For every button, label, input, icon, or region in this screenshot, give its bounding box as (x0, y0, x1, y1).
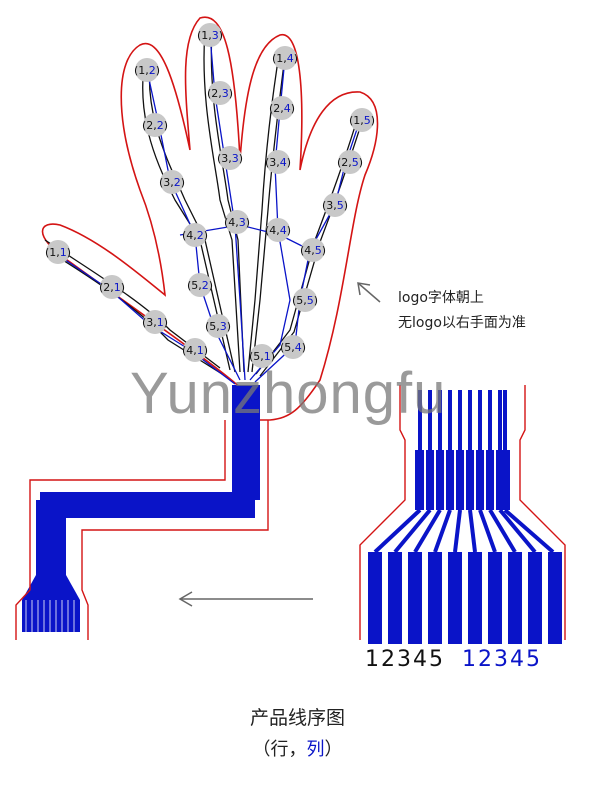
caption-col: 列 (306, 739, 325, 760)
sensor-node (301, 238, 325, 262)
sensor-node (250, 344, 274, 368)
orientation-note-line2: 无logo以右手面为准 (398, 315, 526, 331)
sensor-node (143, 113, 167, 137)
connector-outline (359, 385, 566, 640)
sensor-node-label: (1,5) (349, 114, 375, 127)
sensor-node-label: (3,5) (322, 199, 348, 212)
sensor-node-label: (1,3) (197, 29, 223, 42)
sensor-node-label: (2,5) (337, 156, 363, 169)
sensor-node-label: (2,4) (269, 102, 295, 115)
sensor-node (208, 81, 232, 105)
sensor-node-label: (1,4) (272, 52, 298, 65)
sensor-node-label: (4,3) (224, 216, 250, 229)
hand-outline (41, 16, 379, 421)
sensor-node-label: (4,5) (300, 244, 326, 257)
sensor-node-label: (5,1) (249, 350, 275, 363)
sensor-node-label: (2,1) (99, 281, 125, 294)
sensor-node-label: (5,5) (292, 294, 318, 307)
sensor-node-label: (1,2) (134, 64, 160, 77)
direction-arrow (178, 591, 313, 607)
sensor-node-label: (1,1) (45, 246, 71, 259)
sensor-node (198, 23, 222, 47)
sensor-node (100, 275, 124, 299)
connector-detail (359, 385, 566, 644)
col-pin-labels: 12345 (462, 647, 542, 672)
sensor-node-label: (4,1) (182, 344, 208, 357)
row-pin-labels: 12345 (365, 647, 445, 672)
sensor-node-label: (4,2) (182, 229, 208, 242)
sensor-node (135, 58, 159, 82)
sensor-node-label: (2,2) (142, 119, 168, 132)
sensor-node (143, 310, 167, 334)
caption-subtitle: （行，列） (0, 735, 595, 761)
sensor-node (273, 46, 297, 70)
sensor-node (266, 150, 290, 174)
sensor-node (188, 273, 212, 297)
sensor-node-label: (5,2) (187, 279, 213, 292)
sensor-node-label: (2,3) (207, 87, 233, 100)
note-arrow (357, 282, 381, 303)
sensor-node (293, 288, 317, 312)
caption-close: ） (324, 739, 343, 760)
sensor-node-label: (4,4) (265, 224, 291, 237)
sensor-node (206, 314, 230, 338)
caption-open: （行， (252, 739, 307, 760)
watermark: Yunzhongfu (130, 361, 447, 426)
sensor-node (338, 150, 362, 174)
sensor-node (270, 96, 294, 120)
orientation-note-line1: logo字体朝上 (398, 290, 484, 306)
sensor-node-label: (3,4) (265, 156, 291, 169)
sensor-node (266, 218, 290, 242)
sensor-node (218, 146, 242, 170)
cable-outline (15, 420, 269, 640)
sensor-node-label: (5,4) (280, 341, 306, 354)
sensor-nodes: (1,1) (2,1) (3,1) (4,1) (5,1) (1,2) (2,2) (3,2)… (45, 23, 375, 368)
sensor-node-label: (3,1) (142, 316, 168, 329)
sensor-node (323, 193, 347, 217)
sensor-node (350, 108, 374, 132)
sensor-node (160, 170, 184, 194)
caption-title: 产品线序图 (249, 707, 345, 729)
sensor-node-label: (3,2) (159, 176, 185, 189)
sensor-node (46, 240, 70, 264)
sensor-node (183, 338, 207, 362)
sensor-node (183, 223, 207, 247)
sensor-node (281, 335, 305, 359)
sensor-node-label: (5,3) (205, 320, 231, 333)
sensor-node-label: (3,3) (217, 152, 243, 165)
cable-bundle (22, 385, 260, 632)
sensor-node (225, 210, 249, 234)
